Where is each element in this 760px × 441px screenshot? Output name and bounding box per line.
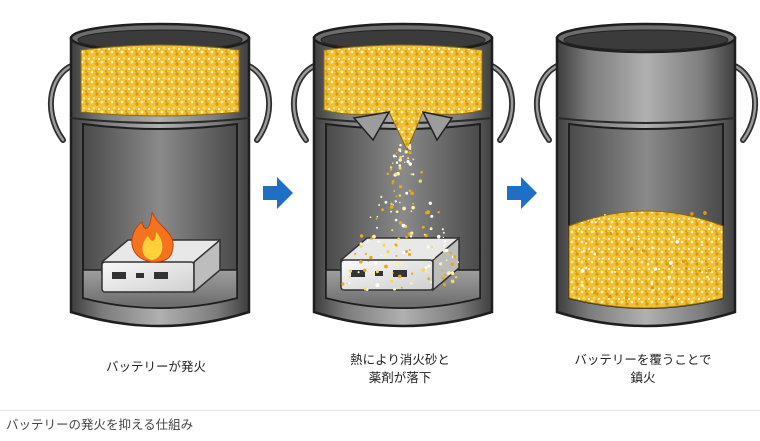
can-2 [290, 22, 516, 328]
can-3 [533, 22, 759, 328]
step-1-line-1: バッテリーが発火 [105, 359, 206, 374]
can-1 [47, 22, 273, 328]
step-3-line-1: バッテリーを覆うことで [574, 352, 712, 367]
torn-membrane-right [421, 110, 454, 142]
falling-sand [341, 143, 460, 291]
step-2-line-1: 熱により消火砂と [350, 352, 450, 367]
battery-icon [101, 238, 221, 294]
caption-divider [0, 410, 760, 411]
can-ring [70, 117, 250, 124]
sand-compartment [80, 44, 240, 117]
sand-pile [568, 210, 724, 309]
arrow-right-icon [263, 177, 293, 209]
sand-compartment [323, 44, 483, 152]
step-3-line-2: 鎮火 [630, 370, 656, 385]
arrow-right-icon [507, 177, 537, 209]
step-1-label: バッテリーが発火 [51, 358, 261, 376]
step-2-label: 熱により消火砂と 薬剤が落下 [295, 351, 505, 387]
fire-suppression-diagram [47, 22, 759, 328]
step-2-line-2: 薬剤が落下 [368, 370, 432, 385]
figure-caption: バッテリーの発火を抑える仕組み [6, 417, 194, 432]
torn-membrane-left [352, 110, 391, 142]
flame-icon [131, 211, 174, 263]
step-3-label: バッテリーを覆うことで 鎮火 [538, 351, 748, 387]
can-ring [556, 117, 736, 124]
